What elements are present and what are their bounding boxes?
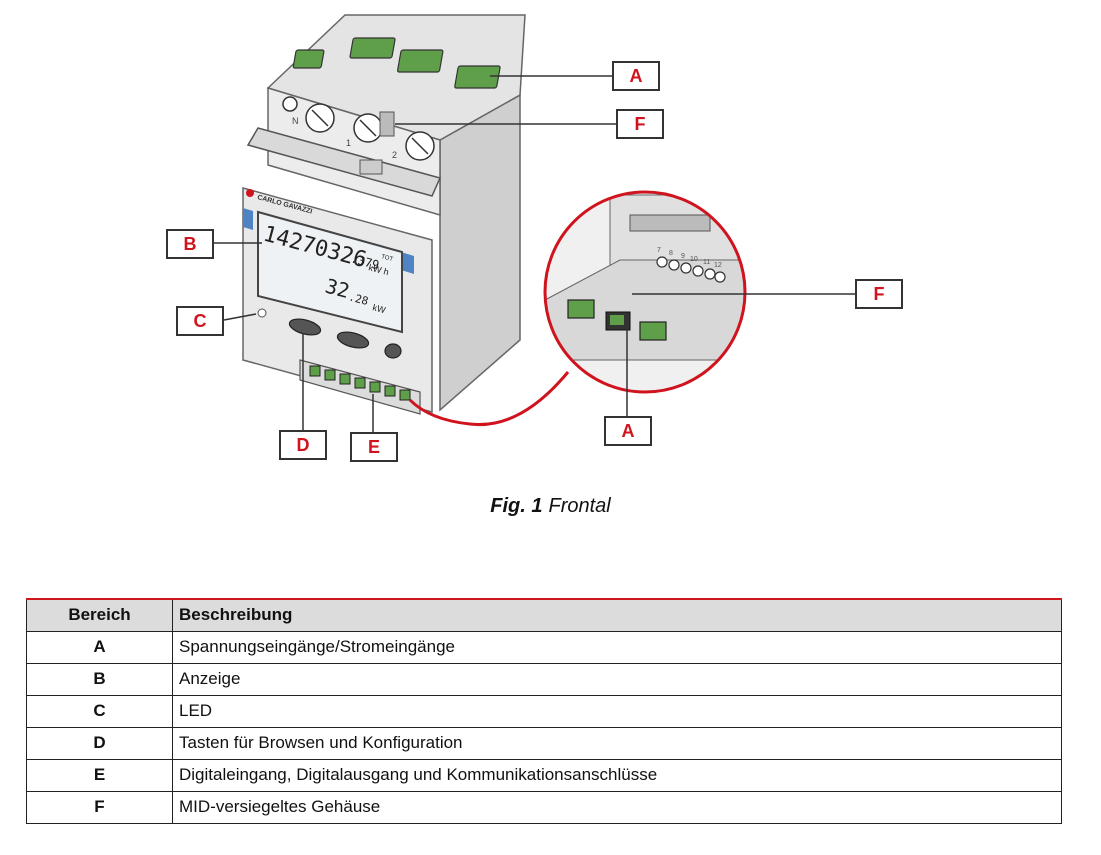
callout-d: D [279,430,327,460]
table-cell-area: A [26,630,173,664]
display-accent-right [401,252,414,274]
housing-side [439,93,521,412]
front-buttons [288,318,402,359]
zoom-terminal-11: 11 [703,259,710,266]
top-terminals [292,37,501,89]
terminal-label-n: N [292,116,299,126]
seal-clip [379,111,395,137]
lcd-display [257,210,403,334]
table-cell-description: LED [172,694,1062,728]
figure-caption-label: Fig. 1 [490,495,543,517]
lcd-energy-tag: TOT [380,254,393,263]
screw-terminals [282,96,435,161]
zoom-connector [408,371,570,427]
terminal-label-1: 1 [346,138,351,148]
zoom-circle-outline [543,190,747,394]
zoom-terminal-10: 10 [690,256,698,263]
device-figure: N 1 2 CARLO GAVAZZI 14270326 .379 TOT kW… [166,14,903,462]
callout-b: B [166,229,214,259]
seal-hook [359,159,383,175]
callout-e: E [350,432,398,462]
table-cell-area: F [26,790,173,824]
callout-f-zoom: F [855,279,903,309]
display-accent-left [243,208,253,230]
table-cell-description: Digitaleingang, Digitalausgang und Kommu… [172,758,1062,792]
lcd-power-unit: kW [371,302,387,315]
table-cell-area: E [26,758,173,792]
table-header-area: Bereich [26,598,173,632]
callout-f-top: F [616,109,664,139]
zoom-terminal-12: 12 [714,262,722,269]
callout-c: C [176,306,224,336]
lcd-power-decimal: .28 [347,290,370,308]
table-cell-description: Tasten für Browsen und Konfiguration [172,726,1062,760]
figure-caption-text: Frontal [548,495,611,517]
energy-meter-illustration: N 1 2 CARLO GAVAZZI 14270326 .379 TOT kW… [214,14,855,432]
table-cell-description: Anzeige [172,662,1062,696]
table-cell-area: D [26,726,173,760]
callout-a-top: A [612,61,660,91]
zoom-detail: 7 8 9 10 11 12 [545,192,745,392]
led-indicator [257,308,267,318]
sealing-cover [246,127,442,197]
table-cell-description: MID-versiegeltes Gehäuse [172,790,1062,824]
zoom-terminal-8: 8 [669,250,673,257]
zoom-terminal-9: 9 [681,253,685,260]
bottom-terminals [309,365,411,401]
table-cell-description: Spannungseingänge/Stromeingänge [172,630,1062,664]
callout-a-zoom: A [604,416,652,446]
table-cell-area: B [26,662,173,696]
table-cell-area: C [26,694,173,728]
terminal-label-2: 2 [392,150,397,160]
brand-logo-icon [246,189,254,197]
callout-leaders [214,75,855,432]
zoom-terminal-7: 7 [657,247,661,254]
table-header-row: Bereich Beschreibung [26,598,1062,632]
table-header-description: Beschreibung [172,598,1062,632]
